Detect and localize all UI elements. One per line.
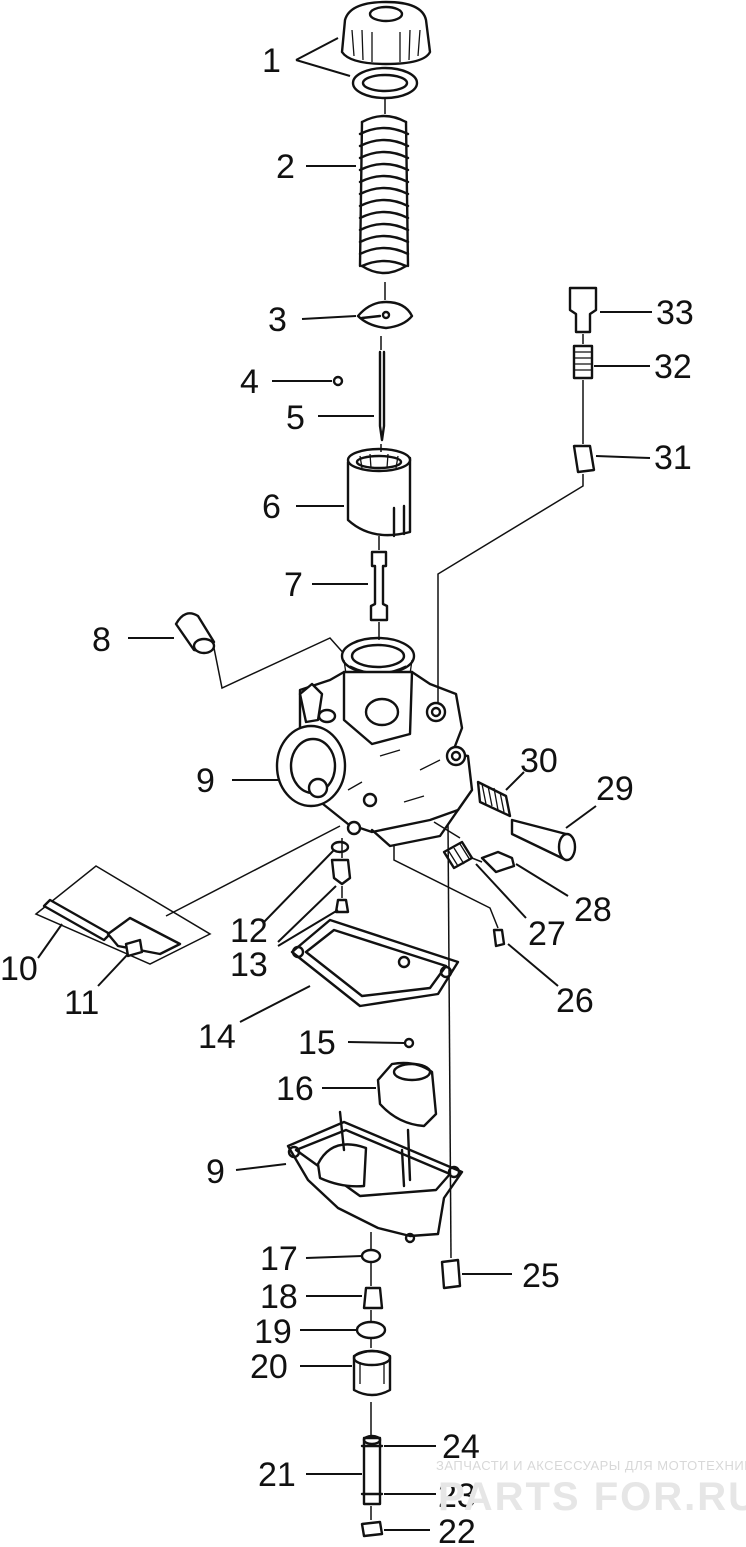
callout-10: 10 (0, 950, 38, 988)
callout-11: 11 (64, 984, 99, 1022)
part-16-float (376, 1061, 438, 1128)
callout-24: 24 (442, 1428, 480, 1466)
part-9-float-bowl (286, 1110, 464, 1244)
callout-12: 12 (230, 912, 268, 950)
part-3-needle-clip-plate (356, 300, 414, 330)
part-32-choke-spring (572, 344, 594, 380)
callout-23: 23 (438, 1477, 476, 1515)
callout-16: 16 (276, 1070, 314, 1108)
callout-22: 22 (438, 1513, 476, 1547)
part-20-drain-plug (352, 1349, 392, 1397)
part-14-bowl-gasket (290, 918, 460, 1008)
part-2-spring (358, 114, 410, 275)
callout-labels: 1 2 3 4 5 6 7 8 9 10 11 12 13 14 15 16 9… (0, 42, 694, 1547)
part-25-screw (440, 1258, 462, 1290)
watermark-brand: PARTS FOR.RU (438, 1475, 746, 1519)
callout-27: 27 (528, 915, 566, 953)
callout-4: 4 (240, 363, 259, 401)
callout-18: 18 (260, 1278, 298, 1316)
part-4-e-clip (332, 375, 344, 387)
part-15-float-pin (403, 1037, 415, 1049)
callout-26: 26 (556, 982, 594, 1020)
part-10-gasket-plate (34, 865, 212, 965)
callout-25: 25 (522, 1257, 560, 1295)
part-29-throttle-stop-screw (510, 818, 577, 862)
callout-3: 3 (268, 301, 287, 339)
callout-33: 33 (656, 294, 694, 332)
part-18-main-jet (362, 1286, 384, 1310)
part-26-small-screw (492, 928, 506, 948)
part-9-carburetor-body (275, 636, 474, 848)
part-19-washer (355, 1320, 387, 1340)
part-7-needle-jet (369, 550, 389, 622)
callout-31: 31 (654, 439, 692, 477)
callout-9-body: 9 (196, 762, 215, 800)
part-17-o-ring (360, 1248, 382, 1264)
callout-8: 8 (92, 621, 111, 659)
callout-30: 30 (520, 742, 558, 780)
part-30-spring (476, 780, 512, 818)
part-5-jet-needle (378, 350, 386, 442)
callout-7: 7 (284, 566, 303, 604)
part-8-plug (174, 612, 216, 655)
leader-10-to-body (165, 825, 341, 917)
callout-21: 21 (258, 1456, 296, 1494)
callout-17: 17 (260, 1240, 298, 1278)
part-6-throttle-slide (346, 447, 412, 538)
part-11-plate-screw (124, 938, 144, 958)
part-1-cap-and-gasket (340, 0, 432, 100)
assembly-lines (341, 98, 584, 1520)
callout-13: 13 (230, 946, 268, 984)
part-28-pilot-screw (480, 850, 516, 874)
callout-20: 20 (250, 1348, 288, 1386)
callout-2: 2 (276, 148, 295, 186)
part-33-choke-nut (568, 286, 598, 334)
part-21-tube (362, 1434, 382, 1506)
watermark-tagline: ЗАПЧАСТИ И АКСЕССУАРЫ ДЛЯ МОТОТЕХНИКИ (436, 1458, 746, 1473)
callout-14: 14 (198, 1018, 236, 1056)
callout-6: 6 (262, 488, 281, 526)
part-22-cap (360, 1520, 384, 1538)
callout-29: 29 (596, 770, 634, 808)
callout-15: 15 (298, 1024, 336, 1062)
callout-19: 19 (254, 1313, 292, 1351)
leader-lines (37, 37, 652, 1531)
part-13-pilot-jet (330, 858, 352, 914)
part-31-choke-plunger (572, 444, 596, 474)
callout-28: 28 (574, 891, 612, 929)
callout-1: 1 (262, 42, 281, 80)
callout-32: 32 (654, 348, 692, 386)
callout-9-bowl: 9 (206, 1153, 225, 1191)
callout-5: 5 (286, 399, 305, 437)
leader-8-to-body (213, 637, 347, 690)
part-12-washer (330, 840, 350, 854)
watermark: ЗАПЧАСТИ И АКСЕССУАРЫ ДЛЯ МОТОТЕХНИКИ PA… (436, 1458, 746, 1519)
